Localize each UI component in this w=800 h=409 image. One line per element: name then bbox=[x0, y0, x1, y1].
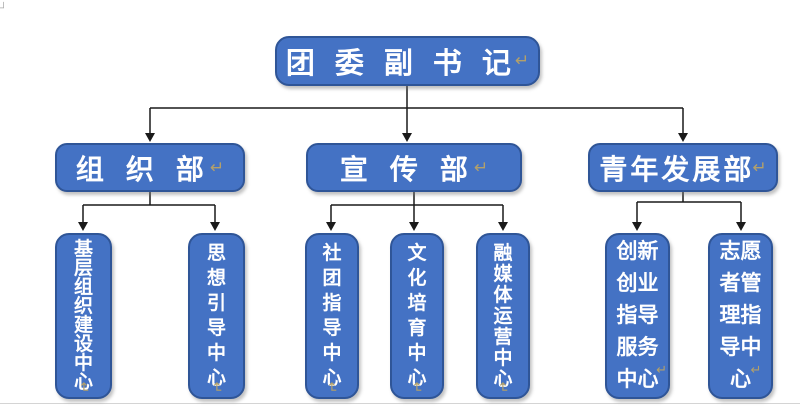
node-publicity-dept[interactable]: 宣传部 ↵ bbox=[306, 143, 522, 192]
connector-org-to-centers bbox=[78, 192, 220, 231]
node-label: 文化培育中心 bbox=[407, 243, 427, 389]
return-mark-icon: ↵ bbox=[473, 157, 489, 177]
connector-root-to-departments bbox=[145, 86, 688, 142]
node-label: 融媒体运营中心 bbox=[493, 242, 513, 390]
node-youth-development-dept[interactable]: 青年发展部 ↵ bbox=[588, 143, 778, 192]
node-label: 团委副书记 bbox=[285, 48, 531, 80]
return-mark-icon: ↵ bbox=[495, 381, 512, 394]
return-mark-icon: ↵ bbox=[656, 362, 667, 377]
return-mark-icon: ↵ bbox=[409, 381, 426, 394]
return-mark-icon: ↵ bbox=[209, 157, 225, 177]
node-innovation-service-center[interactable]: 创新创业指导服务中心 ↵ bbox=[605, 233, 670, 399]
node-grassroots-org-center[interactable]: 基层组织建设中心 ↵ bbox=[55, 233, 112, 399]
connector-pub-to-centers bbox=[326, 192, 508, 231]
node-label: 青年发展部 bbox=[599, 153, 755, 185]
node-deputy-secretary[interactable]: 团委副书记 ↵ bbox=[275, 36, 540, 86]
node-converged-media-center[interactable]: 融媒体运营中心 ↵ bbox=[476, 233, 530, 399]
connector-youth-to-centers bbox=[632, 192, 746, 231]
return-mark-icon: ↵ bbox=[752, 157, 767, 177]
node-label: 志愿者管理指导中心 bbox=[719, 240, 762, 391]
return-mark-icon: ↵ bbox=[209, 381, 225, 394]
table-corner-mark: ┘ bbox=[0, 3, 8, 14]
node-label: 组织部 bbox=[75, 153, 226, 185]
page-divider-line bbox=[0, 403, 800, 404]
node-label: 思想引导中心 bbox=[206, 243, 226, 389]
node-culture-cultivation-center[interactable]: 文化培育中心 ↵ bbox=[390, 233, 444, 399]
node-ideological-guidance-center[interactable]: 思想引导中心 ↵ bbox=[188, 233, 245, 399]
node-label: 基层组织建设中心 bbox=[73, 239, 93, 393]
return-mark-icon: ↵ bbox=[324, 381, 341, 394]
node-label: 宣传部 bbox=[339, 153, 490, 185]
node-volunteer-management-center[interactable]: 志愿者管理指导中心 ↵ bbox=[708, 233, 773, 399]
node-label: 社团指导中心 bbox=[322, 243, 342, 389]
node-organization-dept[interactable]: 组织部 ↵ bbox=[55, 143, 245, 192]
return-mark-icon: ↵ bbox=[514, 51, 530, 70]
node-club-guidance-center[interactable]: 社团指导中心 ↵ bbox=[305, 233, 359, 399]
return-mark-icon: ↵ bbox=[750, 362, 762, 377]
node-label: 创新创业指导服务中心 bbox=[616, 240, 659, 391]
return-mark-icon: ↵ bbox=[76, 381, 92, 394]
